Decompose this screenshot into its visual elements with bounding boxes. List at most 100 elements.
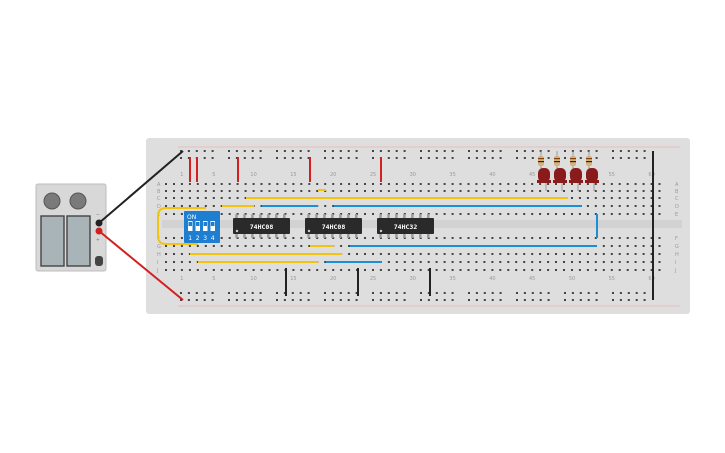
breadboard-hole[interactable] <box>395 190 398 192</box>
breadboard-hole[interactable] <box>379 269 382 271</box>
breadboard-hole[interactable] <box>284 183 287 185</box>
breadboard-hole[interactable] <box>395 269 398 271</box>
breadboard-hole[interactable] <box>212 190 215 192</box>
rail-hole[interactable] <box>331 150 334 152</box>
rail-hole[interactable] <box>324 299 326 301</box>
breadboard-hole[interactable] <box>491 253 494 255</box>
breadboard-hole[interactable] <box>610 190 613 192</box>
breadboard-hole[interactable] <box>427 261 430 263</box>
breadboard-hole[interactable] <box>292 237 295 239</box>
breadboard-hole[interactable] <box>594 237 597 239</box>
rail-hole[interactable] <box>235 299 238 301</box>
breadboard-hole[interactable] <box>332 183 335 185</box>
breadboard-hole[interactable] <box>491 183 494 185</box>
breadboard-hole[interactable] <box>173 183 175 185</box>
breadboard-hole[interactable] <box>531 261 534 263</box>
breadboard-hole[interactable] <box>443 183 446 185</box>
breadboard-hole[interactable] <box>268 269 271 271</box>
rail-hole[interactable] <box>203 150 206 152</box>
breadboard-hole[interactable] <box>563 183 565 185</box>
breadboard-hole[interactable] <box>212 245 215 247</box>
breadboard-hole[interactable] <box>332 269 335 271</box>
rail-hole[interactable] <box>203 292 206 294</box>
breadboard-hole[interactable] <box>483 190 486 192</box>
rail-hole[interactable] <box>291 157 294 159</box>
led-with-resistor[interactable] <box>585 151 599 191</box>
breadboard-hole[interactable] <box>451 253 454 255</box>
breadboard-hole[interactable] <box>228 269 231 271</box>
rail-hole[interactable] <box>243 292 246 294</box>
rail-hole[interactable] <box>516 292 518 294</box>
breadboard-hole[interactable] <box>602 190 605 192</box>
breadboard-hole[interactable] <box>427 190 430 192</box>
breadboard-hole[interactable] <box>165 245 167 247</box>
breadboard-hole[interactable] <box>244 245 247 247</box>
breadboard-hole[interactable] <box>547 213 550 215</box>
rail-hole[interactable] <box>228 299 230 301</box>
breadboard-hole[interactable] <box>260 190 263 192</box>
rail-hole[interactable] <box>451 157 454 159</box>
breadboard-hole[interactable] <box>196 197 199 199</box>
rail-hole[interactable] <box>531 292 534 294</box>
breadboard-hole[interactable] <box>180 237 183 239</box>
breadboard-hole[interactable] <box>483 213 486 215</box>
breadboard-hole[interactable] <box>491 237 494 239</box>
breadboard-hole[interactable] <box>180 190 183 192</box>
breadboard-hole[interactable] <box>586 269 589 271</box>
breadboard-hole[interactable] <box>372 237 374 239</box>
breadboard-hole[interactable] <box>578 237 581 239</box>
breadboard-hole[interactable] <box>196 190 199 192</box>
rail-hole[interactable] <box>475 157 478 159</box>
breadboard-hole[interactable] <box>594 197 597 199</box>
power-supply[interactable]: − + <box>35 183 107 272</box>
rail-hole[interactable] <box>612 150 614 152</box>
breadboard-hole[interactable] <box>626 245 629 247</box>
breadboard-hole[interactable] <box>276 190 279 192</box>
rail-hole[interactable] <box>539 292 542 294</box>
breadboard-hole[interactable] <box>634 197 637 199</box>
breadboard-hole[interactable] <box>650 245 653 247</box>
breadboard-hole[interactable] <box>268 190 271 192</box>
breadboard-hole[interactable] <box>475 237 478 239</box>
breadboard-hole[interactable] <box>435 213 438 215</box>
rail-hole[interactable] <box>283 150 286 152</box>
rail-hole[interactable] <box>627 157 630 159</box>
breadboard-hole[interactable] <box>467 237 470 239</box>
breadboard-hole[interactable] <box>364 190 366 192</box>
breadboard-hole[interactable] <box>547 269 550 271</box>
breadboard-hole[interactable] <box>626 261 629 263</box>
rail-hole[interactable] <box>483 292 486 294</box>
breadboard-hole[interactable] <box>173 190 175 192</box>
breadboard-hole[interactable] <box>642 190 645 192</box>
breadboard-hole[interactable] <box>220 213 223 215</box>
breadboard-hole[interactable] <box>212 205 215 207</box>
breadboard-hole[interactable] <box>260 245 263 247</box>
rail-hole[interactable] <box>564 292 566 294</box>
rail-hole[interactable] <box>372 299 374 301</box>
rail-hole[interactable] <box>612 292 614 294</box>
breadboard-hole[interactable] <box>165 253 167 255</box>
rail-hole[interactable] <box>579 292 582 294</box>
breadboard-hole[interactable] <box>634 253 637 255</box>
breadboard-hole[interactable] <box>618 261 621 263</box>
led-with-resistor[interactable] <box>569 151 583 191</box>
rail-hole[interactable] <box>235 150 238 152</box>
rail-hole[interactable] <box>259 157 262 159</box>
breadboard-hole[interactable] <box>403 261 406 263</box>
breadboard-hole[interactable] <box>547 190 550 192</box>
breadboard-hole[interactable] <box>539 190 542 192</box>
rail-hole[interactable] <box>435 157 438 159</box>
ic-chip[interactable]: 74HC08 <box>305 214 362 238</box>
rail-hole[interactable] <box>379 292 382 294</box>
rail-hole[interactable] <box>523 299 526 301</box>
rail-hole[interactable] <box>276 150 278 152</box>
breadboard-hole[interactable] <box>610 253 613 255</box>
rail-hole[interactable] <box>612 299 614 301</box>
breadboard-hole[interactable] <box>555 261 557 263</box>
breadboard-hole[interactable] <box>650 237 653 239</box>
breadboard-hole[interactable] <box>491 190 494 192</box>
breadboard-hole[interactable] <box>260 183 263 185</box>
breadboard-hole[interactable] <box>586 197 589 199</box>
rail-hole[interactable] <box>475 299 478 301</box>
